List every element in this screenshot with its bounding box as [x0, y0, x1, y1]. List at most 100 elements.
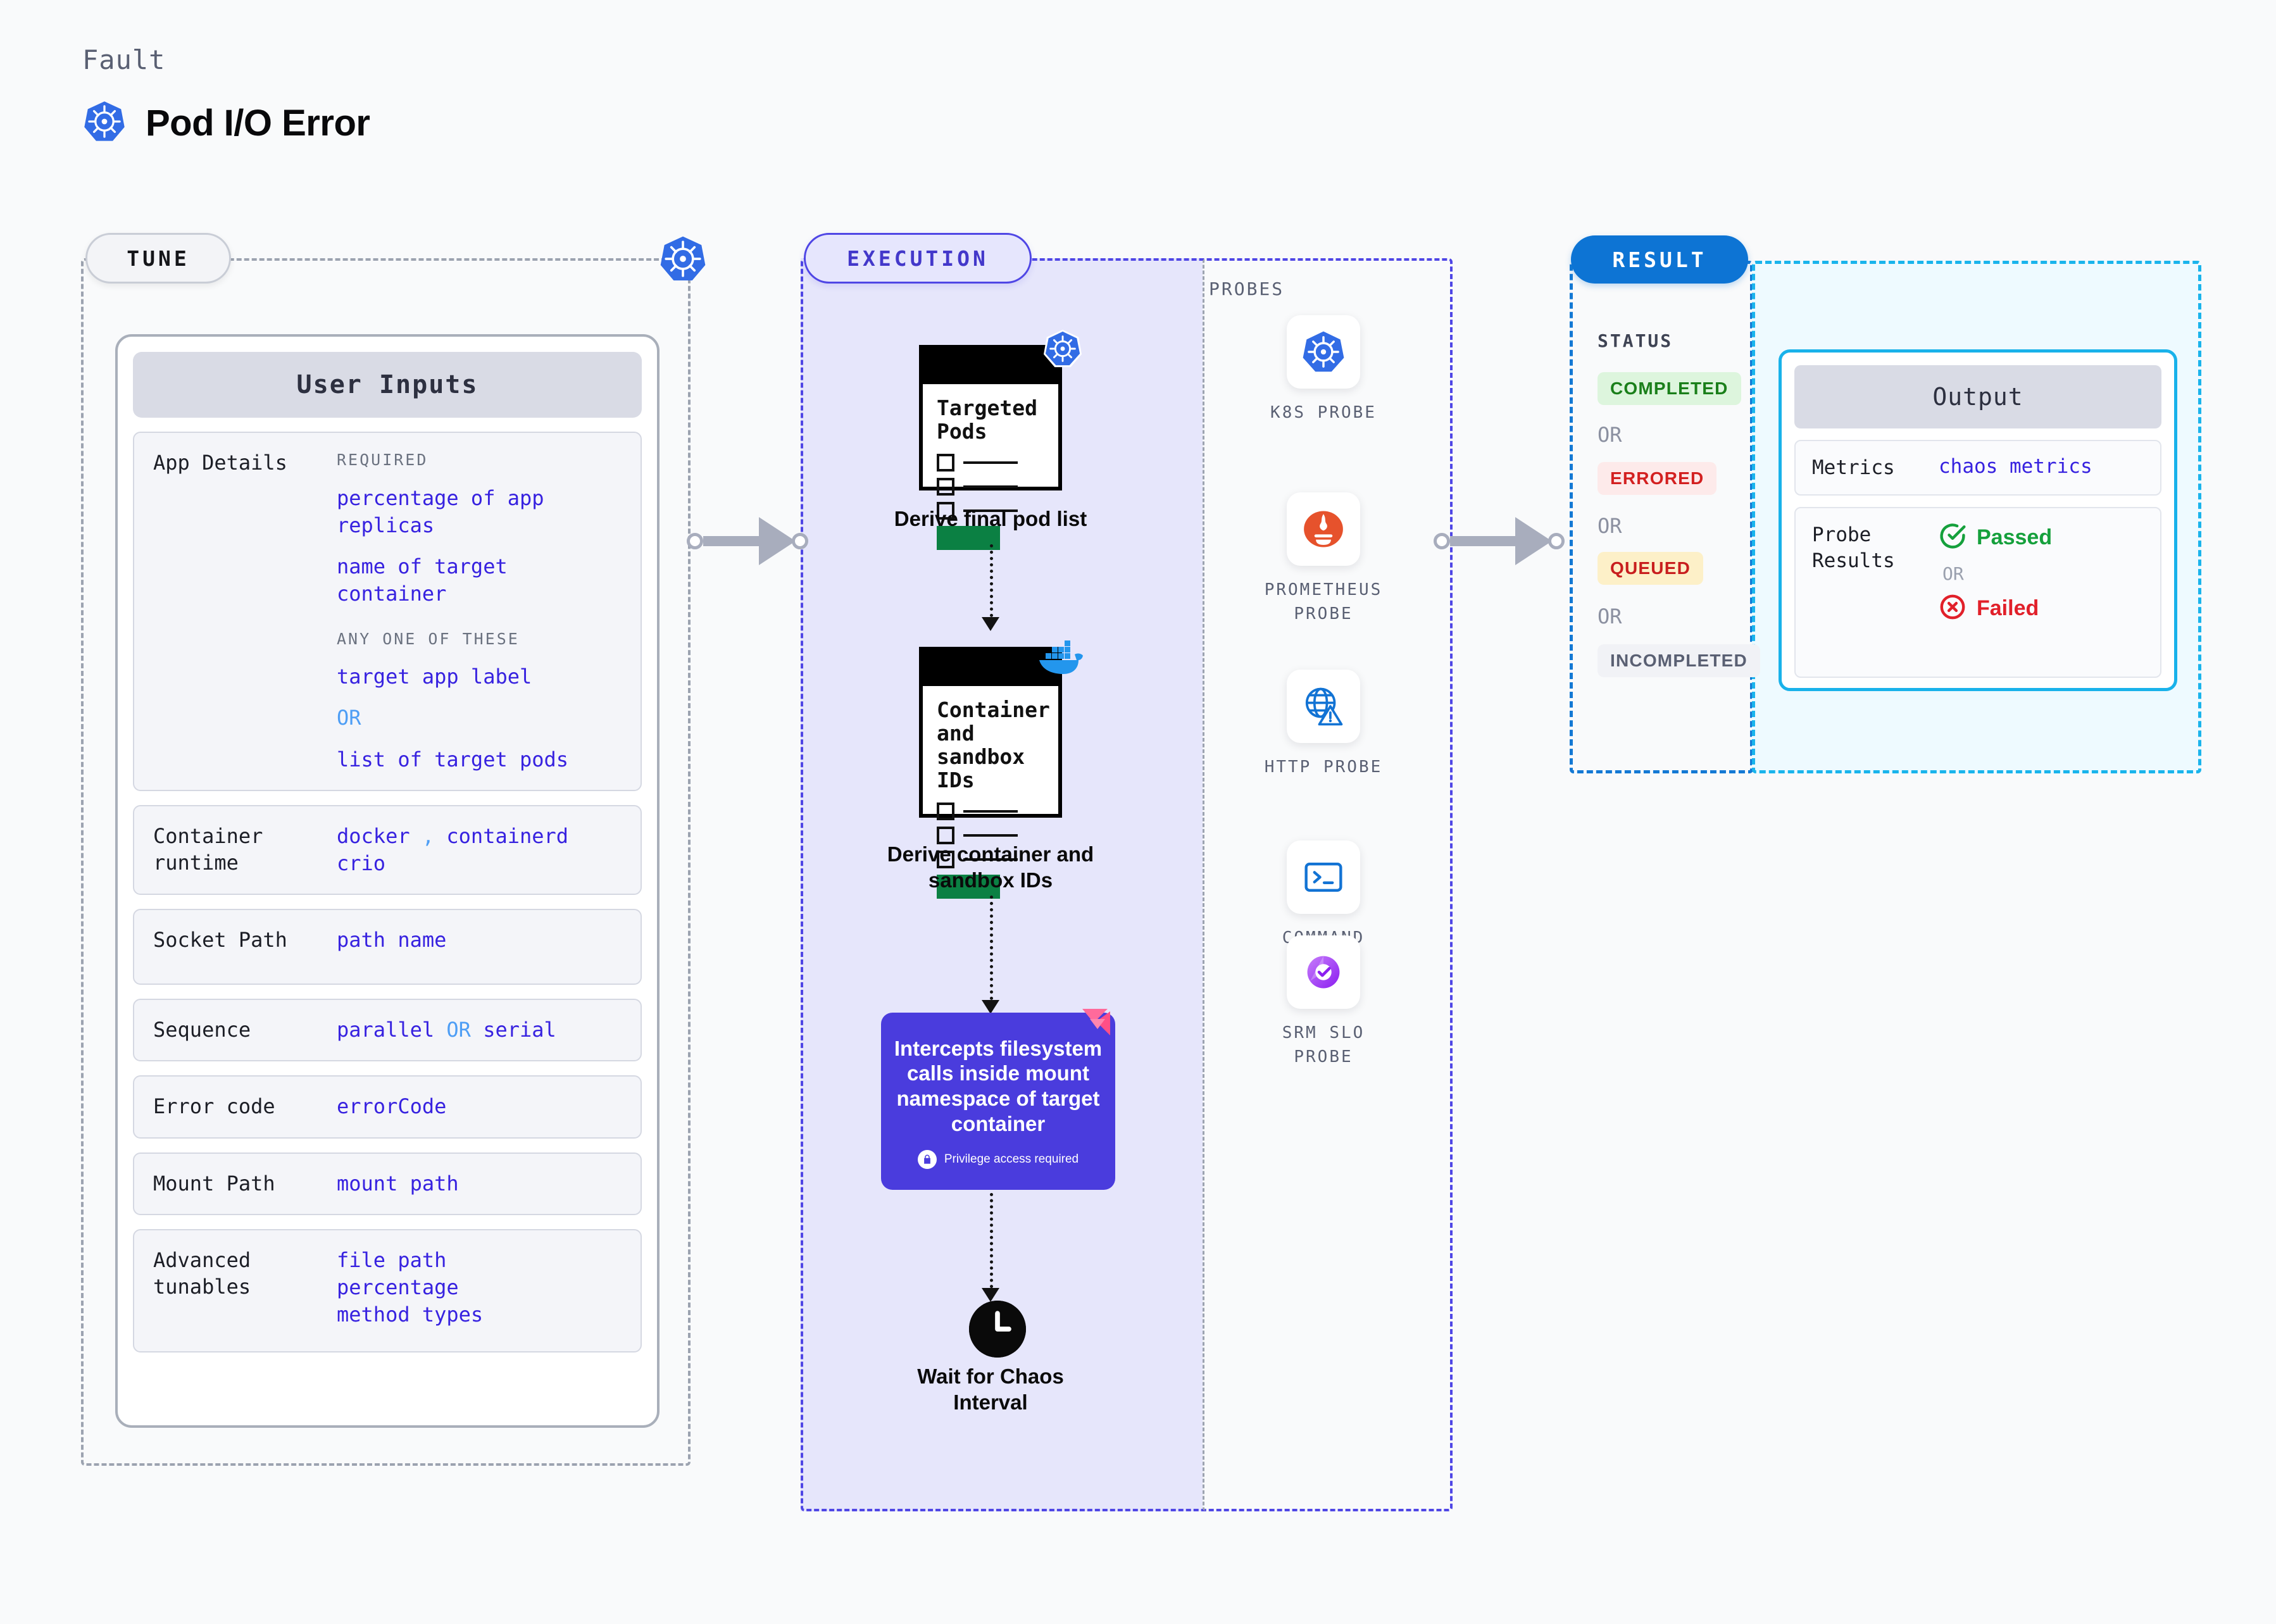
probe-k8s[interactable]: K8S PROBE	[1257, 315, 1390, 425]
connector-tune-to-execution	[687, 517, 810, 565]
status-label: STATUS	[1598, 330, 1673, 351]
value-file-path: file path	[337, 1247, 447, 1272]
output-probe-values: Passed OR Failed	[1939, 522, 2144, 663]
status-or: OR	[1598, 604, 1622, 628]
card-titlebar	[923, 349, 1058, 384]
connector-bar	[1450, 536, 1516, 546]
output-row-probe-results[interactable]: Probe Results Passed OR Failed	[1794, 507, 2161, 678]
page-header: Fault Pod I/O Error	[82, 44, 370, 147]
value-containerd: containerd	[446, 823, 569, 848]
connector-execution-to-result	[1434, 517, 1576, 565]
section-pill-execution[interactable]: EXECUTION	[804, 233, 1032, 284]
line-placeholder	[963, 834, 1018, 837]
value-percentage: percentage	[337, 1275, 459, 1299]
value-mount-path: mount path	[337, 1171, 459, 1196]
connector-dot	[792, 533, 808, 549]
failed-label: Failed	[1977, 596, 2039, 621]
flow-line	[990, 544, 993, 617]
card-checklist	[937, 453, 1044, 550]
value-target-container: name of target container	[337, 554, 508, 606]
kubernetes-icon	[1287, 315, 1360, 389]
line-placeholder	[963, 461, 1018, 464]
value-or: OR	[446, 1018, 471, 1042]
value-errorcode: errorCode	[337, 1094, 447, 1119]
input-row-socket-path[interactable]: Socket Path path name	[133, 909, 642, 985]
probe-result-failed: Failed	[1939, 593, 2144, 624]
terminal-icon	[1287, 840, 1360, 914]
status-badge-incompleted: INCOMPLETED	[1598, 644, 1760, 677]
value-or: OR	[337, 706, 361, 730]
input-label: Sequence	[153, 1018, 251, 1042]
check-circle-icon	[1939, 522, 1966, 553]
input-label: Socket Path	[153, 928, 287, 953]
probe-http[interactable]: HTTP PROBE	[1257, 670, 1390, 780]
input-values: parallel OR serial	[337, 1016, 622, 1044]
input-row-mount-path[interactable]: Mount Path mount path	[133, 1152, 642, 1215]
flow-line	[990, 1193, 993, 1294]
connector-arrowhead	[759, 517, 796, 565]
output-label: Metrics	[1812, 456, 1895, 479]
status-badge-queued: QUEUED	[1598, 552, 1703, 585]
node-caption-pod-list: Derive final pod list	[894, 507, 1087, 530]
section-pill-tune[interactable]: TUNE	[85, 233, 231, 284]
value-list-target-pods: list of target pods	[337, 747, 569, 771]
checkbox-icon	[937, 850, 954, 868]
docker-icon	[1038, 639, 1086, 682]
card-title: Targeted Pods	[937, 396, 1037, 444]
probe-label: HTTP PROBE	[1264, 758, 1383, 777]
value-path-name: path name	[337, 928, 447, 953]
status-or: OR	[1598, 514, 1622, 538]
passed-label: Passed	[1977, 525, 2053, 550]
user-inputs-card: User Inputs App Details REQUIRED percent…	[115, 334, 660, 1428]
input-row-error-code[interactable]: Error code errorCode	[133, 1075, 642, 1139]
value-percentage-replicas: percentage of app replicas	[337, 485, 544, 537]
privilege-note: Privilege access required	[917, 1150, 1079, 1170]
section-pill-result[interactable]: RESULT	[1571, 235, 1748, 284]
connector-arrowhead	[1515, 517, 1552, 565]
value-crio: crio	[337, 851, 386, 875]
title-row: Pod I/O Error	[82, 99, 370, 147]
input-label: Error code	[153, 1094, 275, 1119]
line-placeholder	[963, 858, 1018, 861]
flow-line	[990, 896, 993, 1000]
input-row-container-runtime[interactable]: Container runtime docker , containerd cr…	[133, 804, 642, 896]
flow-arrowhead	[982, 617, 999, 631]
input-row-sequence[interactable]: Sequence parallel OR serial	[133, 999, 642, 1062]
execution-frame	[801, 258, 1453, 1511]
status-bar-green	[937, 874, 1000, 899]
input-row-advanced-tunables[interactable]: Advanced tunables file path percentage m…	[133, 1228, 642, 1352]
value-docker: docker	[337, 823, 410, 848]
value-parallel: parallel	[337, 1018, 435, 1042]
probes-frame	[1203, 258, 1453, 1511]
probe-label: PROMETHEUS PROBE	[1264, 580, 1383, 623]
eyebrow-label: Fault	[82, 44, 166, 75]
probe-result-passed: Passed	[1939, 522, 2144, 553]
connector-dot	[1548, 533, 1565, 549]
probe-prometheus[interactable]: PROMETHEUS PROBE	[1257, 492, 1390, 626]
lock-icon	[917, 1150, 937, 1170]
input-label: Advanced tunables	[153, 1247, 251, 1299]
checkbox-icon	[937, 477, 954, 496]
input-row-app-details[interactable]: App Details REQUIRED percentage of app r…	[133, 432, 642, 791]
probe-label: K8S PROBE	[1270, 403, 1377, 422]
connector-bar	[703, 536, 760, 546]
flow-arrowhead	[982, 1000, 999, 1014]
user-inputs-header: User Inputs	[133, 352, 642, 418]
output-row-metrics[interactable]: Metrics chaos metrics	[1794, 440, 2161, 496]
probe-srm-slo[interactable]: SRM SLO PROBE	[1257, 935, 1390, 1069]
kubernetes-icon	[82, 99, 127, 147]
probes-label: PROBES	[1209, 278, 1285, 299]
caption-required: REQUIRED	[337, 451, 428, 469]
card-title: Container and sandbox IDs	[937, 697, 1050, 792]
input-values: errorCode	[337, 1093, 622, 1120]
output-label: Probe Results	[1812, 523, 1895, 572]
intercept-text: Intercepts filesystem calls inside mount…	[894, 1036, 1103, 1135]
input-label: Mount Path	[153, 1171, 275, 1196]
input-values: docker , containerd crio	[337, 823, 622, 877]
probe-label: SRM SLO PROBE	[1282, 1023, 1365, 1066]
output-header: Output	[1794, 365, 2161, 428]
output-metrics-value: chaos metrics	[1939, 455, 2092, 478]
node-caption-wait-chaos: Wait for Chaos Interval	[917, 1365, 1064, 1414]
line-placeholder	[963, 509, 1018, 512]
tune-frame	[81, 258, 691, 1466]
